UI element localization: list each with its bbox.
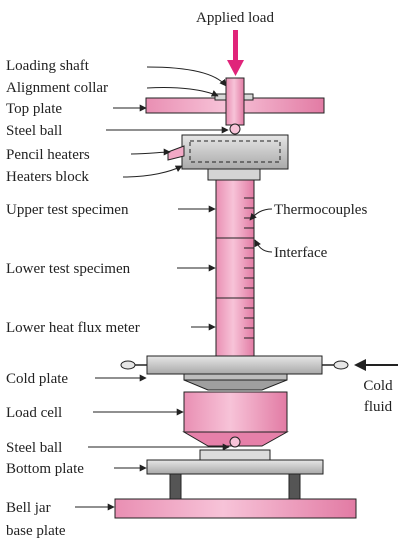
label-upper-test-specimen: Upper test specimen [6, 202, 129, 218]
leaders-left [75, 66, 230, 511]
bottom-plate [146, 459, 324, 475]
applied-load-label: Applied load [196, 10, 274, 26]
label-thermocouples: Thermocouples [274, 202, 367, 218]
upper-test-specimen [215, 179, 255, 239]
label-bottom-plate: Bottom plate [6, 461, 84, 477]
cold-plate-taper [183, 379, 288, 391]
heaters-block-inner [189, 140, 281, 163]
label-bell-jar: Bell jar [6, 500, 51, 516]
label-alignment-collar: Alignment collar [6, 80, 108, 96]
label-steel-ball-bottom: Steel ball [6, 440, 62, 456]
label-load-cell: Load cell [6, 405, 62, 421]
label-pencil-heaters: Pencil heaters [6, 147, 90, 163]
label-lower-heat-flux-meter: Lower heat flux meter [6, 320, 140, 336]
label-cold-fluid-line2: fluid [364, 399, 393, 415]
thermocouple-ticks [244, 197, 254, 339]
leaders-right [249, 208, 273, 253]
bell-jar-base-plate [114, 498, 357, 519]
cold-plate-fitting-right [322, 360, 349, 370]
bottom-plate-pad [199, 449, 271, 461]
label-lower-test-specimen: Lower test specimen [6, 261, 131, 277]
label-cold-fluid-line1: Cold [363, 378, 393, 394]
steel-ball-top [229, 123, 241, 135]
label-top-plate: Top plate [6, 101, 62, 117]
heaters-block-neck [207, 168, 261, 181]
loading-shaft [225, 77, 245, 126]
label-cold-plate: Cold plate [6, 371, 68, 387]
cold-fluid-arrow [354, 359, 398, 371]
label-steel-ball-top: Steel ball [6, 123, 62, 139]
cold-plate-base [183, 373, 288, 381]
label-base-plate: base plate [6, 523, 66, 539]
heaters-block [181, 134, 289, 170]
label-interface: Interface [274, 245, 328, 261]
cold-plate-fitting-left [120, 360, 147, 370]
lower-heat-flux-meter [215, 297, 255, 357]
bottom-plate-leg-left [169, 473, 182, 500]
applied-load-arrow [227, 30, 244, 76]
pencil-heater [167, 145, 185, 161]
label-loading-shaft: Loading shaft [6, 58, 90, 74]
bottom-plate-leg-right [288, 473, 301, 500]
load-cell [183, 391, 288, 433]
steel-ball-bottom [229, 436, 241, 448]
cold-plate [146, 355, 323, 375]
label-heaters-block: Heaters block [6, 169, 89, 185]
